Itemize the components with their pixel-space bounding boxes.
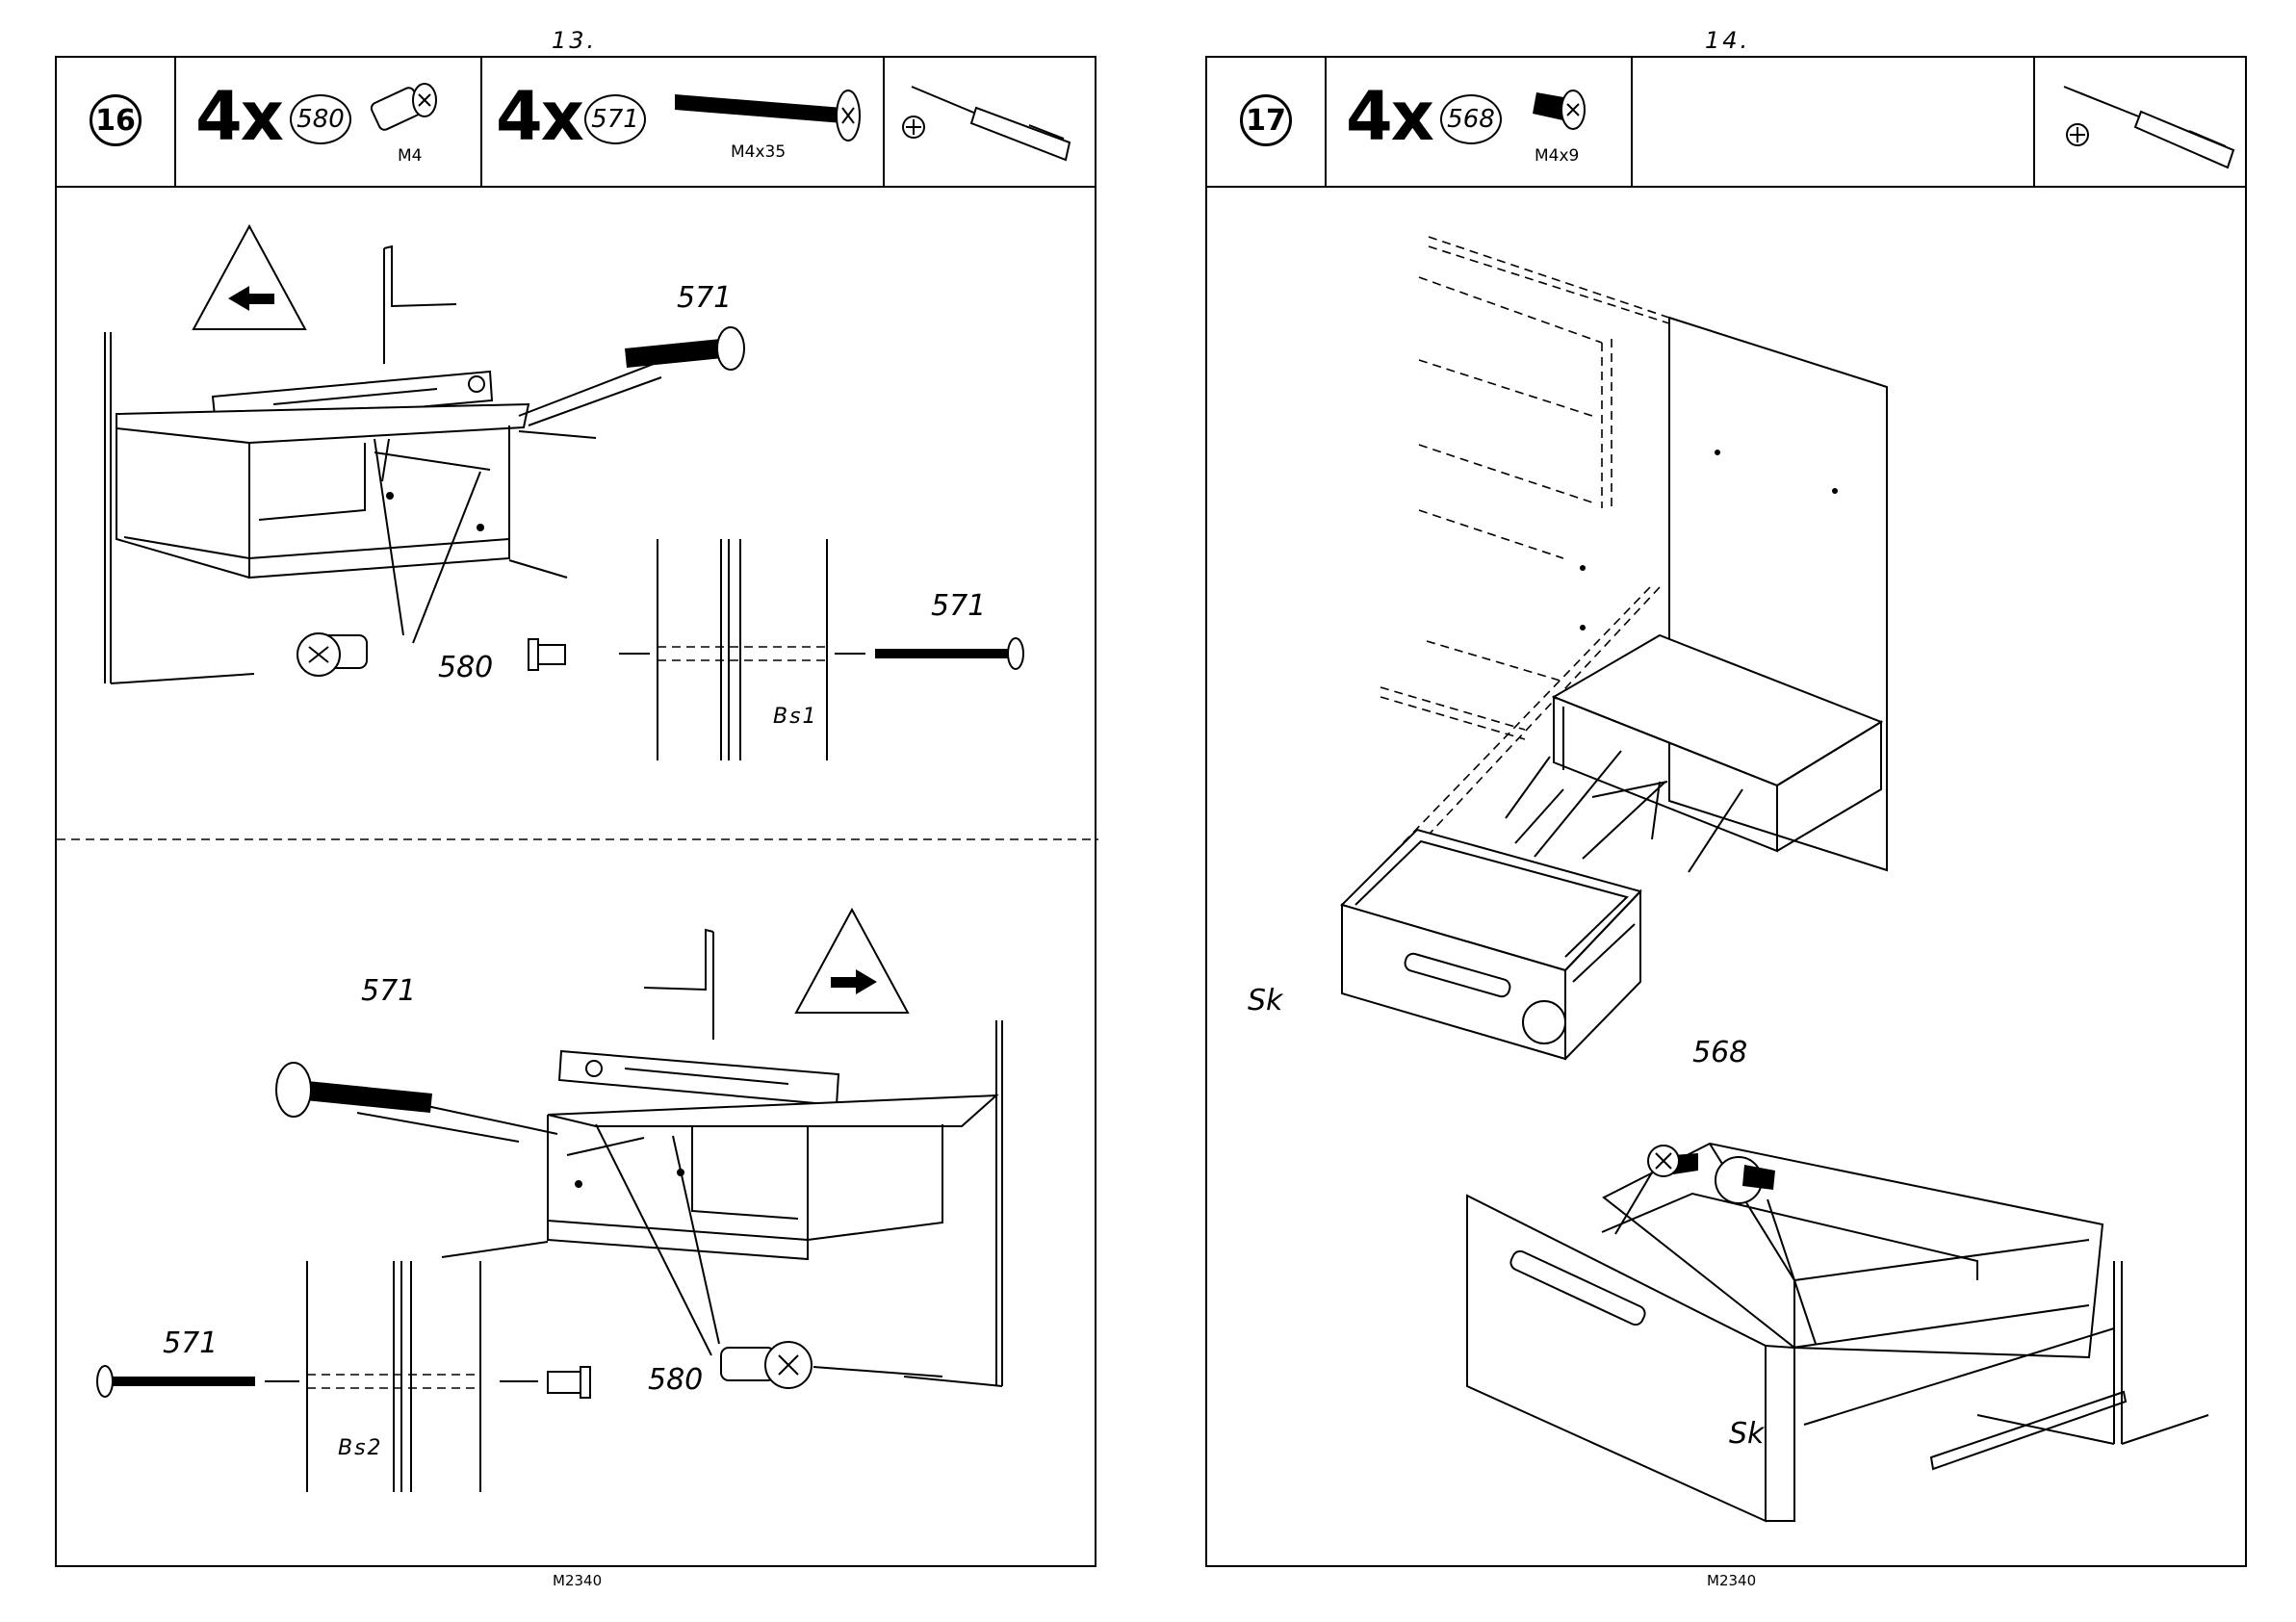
label-drawer-sk-top: Sk — [1248, 984, 1282, 1017]
label-dowel-580: 580 — [438, 651, 493, 684]
page-number-right: 14. — [1705, 27, 1750, 54]
step-17-drawing — [1207, 58, 2249, 1569]
warning-right-arrow-icon — [796, 910, 908, 1013]
footer-code-left: M2340 — [553, 1572, 602, 1589]
footer-code-right: M2340 — [1707, 1572, 1756, 1589]
label-section-bs1: Bs1 — [773, 705, 818, 729]
drawer-illustration-bottom — [1467, 1144, 2208, 1521]
label-bolt-571-lower-detail: 571 — [163, 1326, 218, 1360]
dashed-wall-outline — [1380, 237, 1669, 876]
label-bolt-571: 571 — [677, 281, 732, 315]
warning-left-arrow-icon — [193, 226, 305, 329]
instruction-panel-step-17: 17 4x 568 M4x9 — [1205, 56, 2247, 1567]
label-bolt-571-lower: 571 — [361, 974, 416, 1008]
instruction-panel-step-16: 16 4x 580 M4 4x 571 M4x35 — [55, 56, 1096, 1567]
upper-cabinet-illustration — [105, 246, 744, 683]
label-screw-568: 568 — [1692, 1036, 1747, 1069]
label-drawer-sk-bottom: Sk — [1729, 1417, 1764, 1451]
label-bolt-571-detail: 571 — [931, 589, 986, 623]
label-dowel-580-lower: 580 — [648, 1363, 703, 1397]
page-number-left: 13. — [552, 27, 597, 54]
drawer-illustration-top — [1342, 830, 1640, 1059]
label-section-bs2: Bs2 — [338, 1436, 383, 1460]
